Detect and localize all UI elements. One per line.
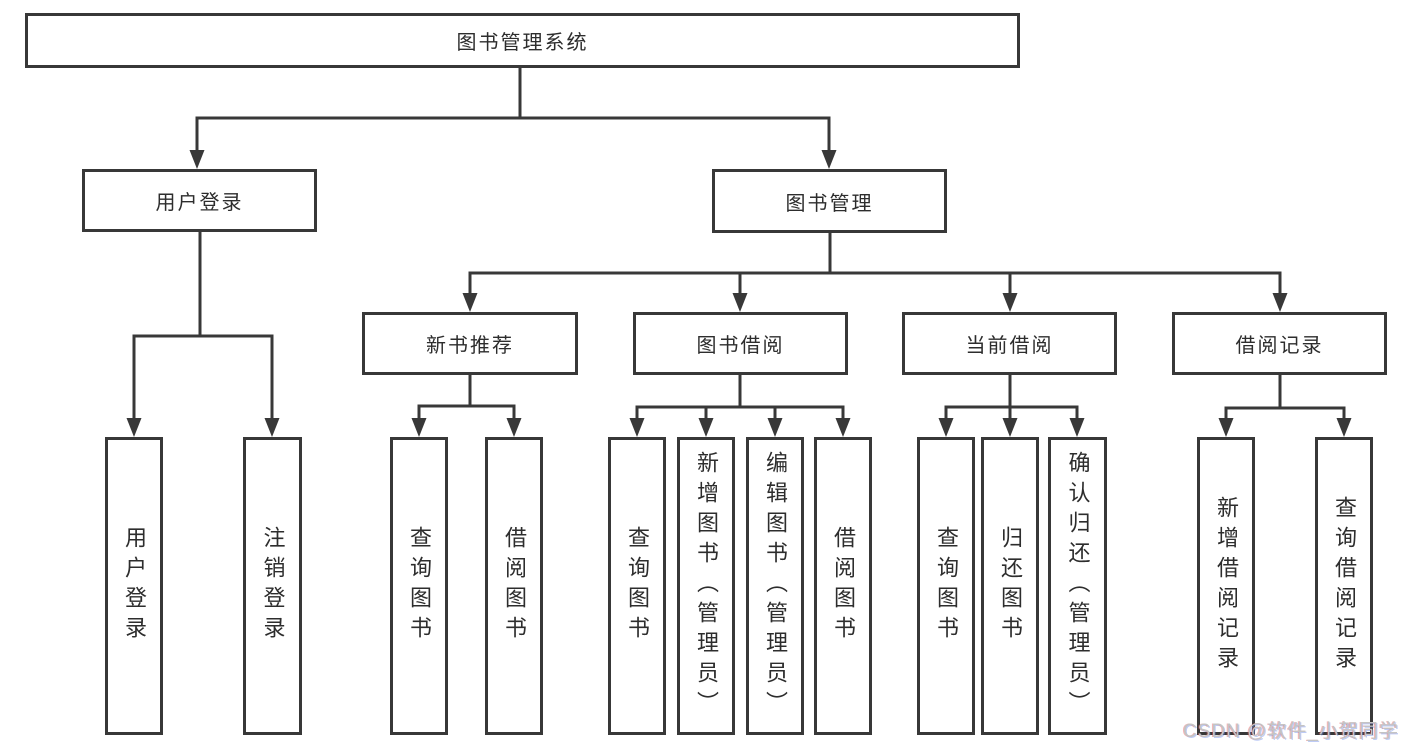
node-label: 图书管理系统 <box>456 32 589 54</box>
arrow-down-icon <box>126 418 142 437</box>
connector-book-borrowing <box>635 373 845 423</box>
node-label: 新增图书（管理员） <box>694 451 719 721</box>
leaf-borrowing-add-books-admin: 新增图书（管理员） <box>677 437 735 735</box>
node-label: 借阅图书 <box>502 526 527 646</box>
node-current-borrowing: 当前借阅 <box>902 312 1117 375</box>
leaf-current-return-books: 归还图书 <box>981 437 1039 735</box>
connector-root <box>195 66 831 154</box>
leaf-current-query-books: 查询图书 <box>917 437 975 735</box>
node-book-management: 图书管理 <box>712 169 947 233</box>
leaf-records-query-record: 查询借阅记录 <box>1315 437 1373 735</box>
node-label: 归还图书 <box>998 526 1023 646</box>
arrow-down-icon <box>462 293 478 312</box>
connector-new-book-recommend <box>417 373 516 423</box>
node-label: 图书借阅 <box>696 335 785 357</box>
node-label: 用户登录 <box>155 192 244 214</box>
node-label: 查询图书 <box>625 526 650 646</box>
arrow-down-icon <box>938 418 954 437</box>
leaf-newrec-borrow-books: 借阅图书 <box>485 437 543 735</box>
node-label: 注销登录 <box>260 526 286 646</box>
arrow-down-icon <box>629 418 645 437</box>
node-label: 确认归还（管理员） <box>1065 451 1091 721</box>
arrow-down-icon <box>732 293 748 312</box>
arrow-down-icon <box>1069 418 1085 437</box>
arrow-down-icon <box>411 418 427 437</box>
node-label: 借阅图书 <box>831 526 856 646</box>
node-label: 用户登录 <box>122 526 147 646</box>
node-borrowing-records: 借阅记录 <box>1172 312 1387 375</box>
node-label: 查询图书 <box>407 526 432 646</box>
node-label: 图书管理 <box>785 192 874 215</box>
node-label: 新书推荐 <box>426 335 514 357</box>
arrow-down-icon <box>821 150 837 169</box>
node-root: 图书管理系统 <box>25 13 1020 68</box>
arrow-down-icon <box>189 150 205 169</box>
arrow-down-icon <box>506 418 522 437</box>
connector-user-login <box>132 230 274 422</box>
arrow-down-icon <box>698 418 714 437</box>
node-label: 查询图书 <box>934 526 959 646</box>
connector-current-borrowing <box>944 373 1079 423</box>
node-label: 新增借阅记录 <box>1214 496 1239 676</box>
node-new-book-recommend: 新书推荐 <box>362 312 578 375</box>
node-label: 编辑图书（管理员） <box>763 451 788 721</box>
node-label: 借阅记录 <box>1235 335 1324 357</box>
node-label: 当前借阅 <box>965 335 1054 357</box>
node-user-login-group: 用户登录 <box>82 169 317 232</box>
arrow-down-icon <box>1336 418 1352 437</box>
arrow-down-icon <box>264 418 280 437</box>
leaf-newrec-query-books: 查询图书 <box>390 437 448 735</box>
arrow-down-icon <box>1002 418 1018 437</box>
leaf-logout-login: 注销登录 <box>243 437 302 735</box>
arrow-down-icon <box>767 418 783 437</box>
leaf-borrowing-edit-books-admin: 编辑图书（管理员） <box>746 437 804 735</box>
arrow-down-icon <box>835 418 851 437</box>
arrow-down-icon <box>1002 293 1018 312</box>
leaf-borrowing-query-books: 查询图书 <box>608 437 666 735</box>
arrow-down-icon <box>1218 418 1234 437</box>
connector-book-management <box>468 231 1282 298</box>
csdn-watermark: CSDN @软件_小贺同学 <box>1183 721 1399 742</box>
leaf-records-add-record: 新增借阅记录 <box>1197 437 1255 735</box>
leaf-current-confirm-return-admin: 确认归还（管理员） <box>1048 437 1107 735</box>
node-book-borrowing: 图书借阅 <box>633 312 848 375</box>
connector-borrowing-records <box>1224 373 1346 423</box>
node-label: 查询借阅记录 <box>1332 496 1357 676</box>
arrow-down-icon <box>1272 293 1288 312</box>
leaf-user-login: 用户登录 <box>105 437 163 735</box>
leaf-borrowing-borrow-books: 借阅图书 <box>814 437 872 735</box>
